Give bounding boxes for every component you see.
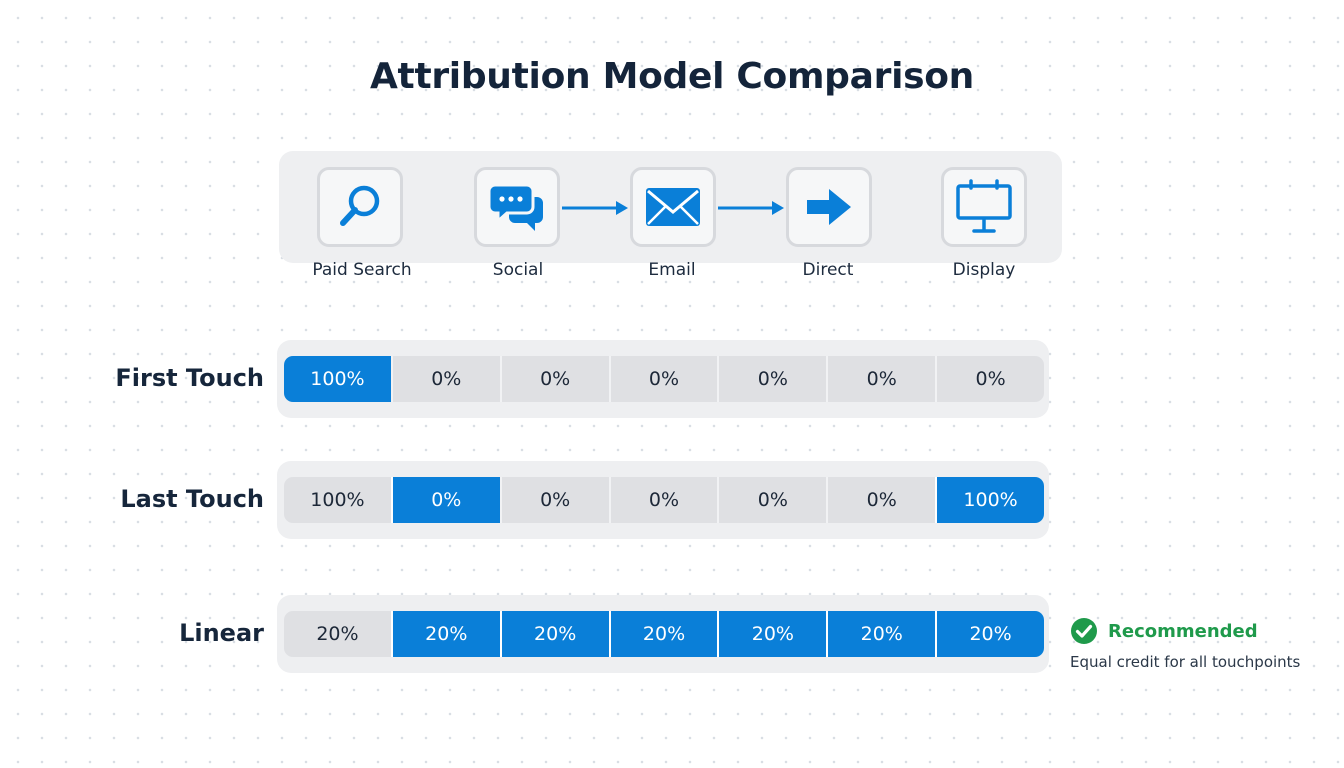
credit-cell: 100% [284, 356, 391, 402]
page-title: Attribution Model Comparison [369, 56, 975, 97]
touchpoint-social [474, 167, 560, 247]
credit-cell: 0% [608, 356, 718, 402]
touchpoint-display [941, 167, 1027, 247]
credit-bar-linear: 20%20%20%20%20%20%20% [284, 611, 1044, 657]
credit-cell: 0% [826, 356, 936, 402]
touchpoint-label-social: Social [492, 260, 544, 280]
credit-cell: 0% [608, 477, 718, 523]
model-label-linear: Linear [179, 619, 264, 647]
touchpoint-label-email: Email [648, 260, 696, 280]
touchpoint-email [630, 167, 716, 247]
credit-cell: 0% [390, 477, 500, 523]
search-icon [340, 185, 380, 226]
model-label-last-touch: Last Touch [120, 485, 264, 513]
credit-cell: 0% [499, 356, 609, 402]
touchpoint-label-direct: Direct [802, 260, 854, 280]
credit-cell: 0% [390, 356, 500, 402]
credit-cell: 0% [717, 477, 827, 523]
touchpoint-paid-search [317, 167, 403, 247]
credit-cell: 100% [935, 477, 1044, 523]
touchpoint-direct [786, 167, 872, 247]
credit-cell: 20% [608, 611, 718, 657]
credit-cell: 100% [284, 477, 391, 523]
arrow-right-icon [807, 189, 851, 225]
touchpoint-label-display: Display [952, 260, 1016, 280]
credit-cell: 0% [826, 477, 936, 523]
credit-bar-last-touch: 100%0%0%0%0%0%100% [284, 477, 1044, 523]
envelope-icon [646, 188, 700, 226]
credit-bar-first-touch: 100%0%0%0%0%0%0% [284, 356, 1044, 402]
credit-cell: 20% [284, 611, 391, 657]
touchpoint-label-paid-search: Paid Search [312, 260, 412, 280]
credit-cell: 20% [826, 611, 936, 657]
credit-cell: 20% [717, 611, 827, 657]
credit-cell: 0% [499, 477, 609, 523]
recommendation: Recommended Equal credit for all touchpo… [1070, 617, 1300, 671]
check-circle-icon [1071, 618, 1097, 644]
billboard-icon [956, 179, 1012, 233]
flow-arrow-icon [718, 201, 784, 215]
recommended-label: Recommended [1108, 620, 1258, 642]
credit-cell: 20% [390, 611, 500, 657]
credit-cell: 0% [935, 356, 1044, 402]
chat-bubbles-icon [487, 183, 543, 231]
recommendation-note: Equal credit for all touchpoints [1070, 653, 1301, 671]
credit-cell: 0% [717, 356, 827, 402]
flow-arrow-icon [562, 201, 628, 215]
credit-cell: 20% [935, 611, 1044, 657]
model-label-first-touch: First Touch [115, 364, 264, 392]
credit-cell: 20% [499, 611, 609, 657]
